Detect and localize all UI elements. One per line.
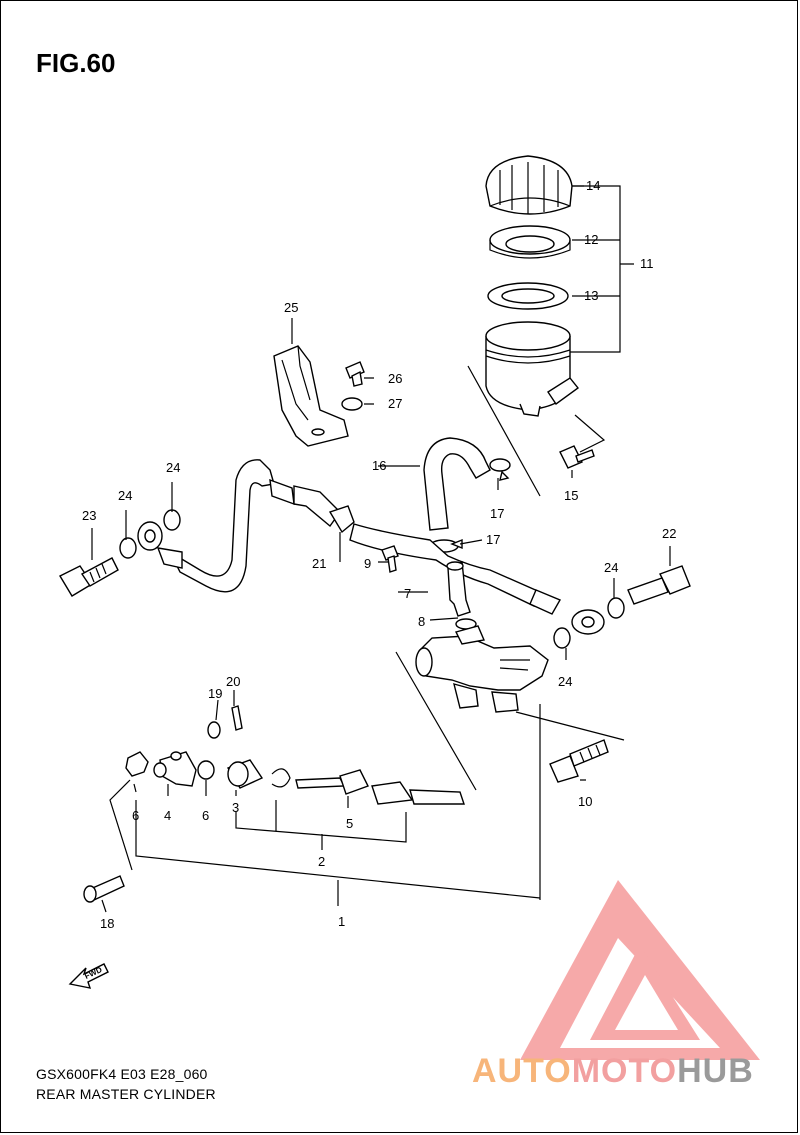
sealing-washer (163, 509, 181, 531)
callout-bracket-1 (135, 800, 541, 906)
callout-bracket-2 (235, 800, 407, 850)
callout-bracket-11 (570, 185, 634, 353)
reservoir-cap (485, 155, 573, 215)
callout-16: 16 (372, 458, 386, 473)
fwd-arrow-icon: FWD (68, 963, 109, 989)
callout-9: 9 (364, 556, 371, 571)
hose-guide-bracket (273, 345, 349, 447)
watermark-logo (520, 880, 760, 1060)
watermark-part-moto: MOTO (571, 1052, 678, 1090)
callout-23: 23 (82, 508, 96, 523)
watermark-text: AUTOMOTOHUB (472, 1052, 754, 1091)
guide-line-pin (109, 779, 133, 871)
callout-15: 15 (564, 488, 578, 503)
union-bolt-right (627, 565, 691, 605)
dust-boot (226, 759, 264, 789)
callout-6: 6 (132, 808, 139, 823)
callout-22: 22 (662, 526, 676, 541)
mounting-bolt (549, 739, 609, 783)
cotter-pin (231, 705, 243, 731)
callout-8: 8 (418, 614, 425, 629)
callout-24: 24 (118, 488, 132, 503)
callout-19: 19 (208, 686, 222, 701)
lock-nut (197, 760, 215, 780)
sealing-washer (553, 627, 571, 649)
callout-6: 6 (202, 808, 209, 823)
callout-12: 12 (584, 232, 598, 247)
callout-26: 26 (388, 371, 402, 386)
figure-caption: REAR MASTER CYLINDER (36, 1086, 216, 1102)
callout-5: 5 (346, 816, 353, 831)
figure-title: FIG.60 (36, 48, 116, 78)
tank-mounting-screw (559, 445, 595, 478)
callout-24: 24 (558, 674, 572, 689)
guide-line-cylinder (395, 651, 625, 900)
reservoir-diaphragm (487, 282, 569, 310)
sealing-washer (119, 537, 137, 559)
hose-connector (446, 560, 471, 617)
reservoir-tank (485, 321, 580, 417)
master-cylinder-body (415, 625, 549, 713)
callout-13: 13 (584, 288, 598, 303)
connector-screw (381, 545, 399, 573)
banjo-fitting-left (137, 521, 183, 569)
circlip (271, 768, 291, 788)
reservoir-hose (423, 437, 491, 531)
watermark-part-auto: AUTO (472, 1052, 572, 1090)
callout-1: 1 (338, 914, 345, 929)
callout-20: 20 (226, 674, 240, 689)
callout-2: 2 (318, 854, 325, 869)
callout-14: 14 (586, 178, 600, 193)
piston-set (371, 781, 465, 805)
callout-24: 24 (604, 560, 618, 575)
clevis (153, 751, 197, 787)
watermark-part-hub: HUB (677, 1052, 754, 1090)
callout-3: 3 (232, 800, 239, 815)
guide-line-tank (467, 365, 606, 497)
callout-11: 11 (640, 256, 654, 271)
clevis-pin (83, 875, 125, 903)
callout-17: 17 (486, 532, 500, 547)
callout-24: 24 (166, 460, 180, 475)
callout-4: 4 (164, 808, 171, 823)
callout-27: 27 (388, 396, 402, 411)
sealing-washer (607, 597, 625, 619)
model-code: GSX600FK4 E03 E28_060 (36, 1066, 208, 1082)
hose-clamp (489, 458, 511, 481)
bracket-washer (341, 397, 363, 411)
union-bolt-left (59, 557, 119, 597)
callout-21: 21 (312, 556, 326, 571)
callout-10: 10 (578, 794, 592, 809)
reservoir-diaphragm-plate (489, 225, 571, 259)
callout-17: 17 (490, 506, 504, 521)
callout-18: 18 (100, 916, 114, 931)
washer (207, 721, 221, 739)
callout-7: 7 (404, 586, 411, 601)
bracket-screw (345, 361, 365, 387)
push-rod (295, 769, 369, 795)
push-rod-nut (125, 751, 149, 777)
brake-hose (168, 459, 605, 635)
callout-25: 25 (284, 300, 298, 315)
